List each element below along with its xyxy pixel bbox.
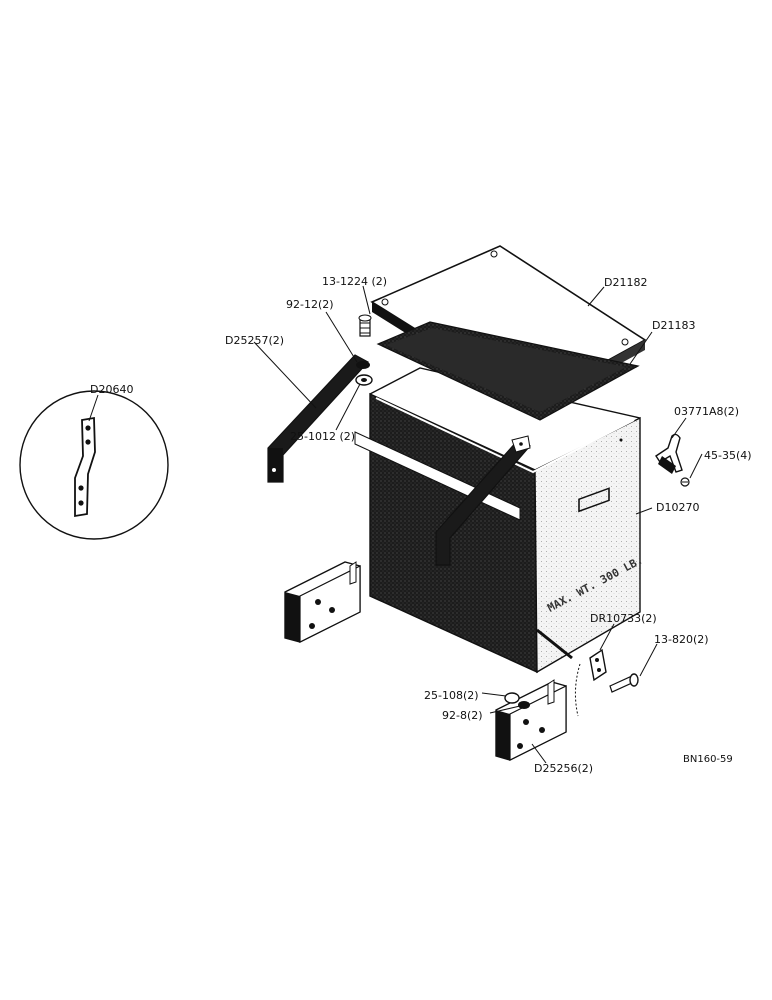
label-cover-lockwasher: 92-12(2) bbox=[286, 298, 334, 311]
screw-45-35 bbox=[680, 477, 690, 487]
battery-box-d10270: MAX. WT. 300 LB. bbox=[354, 367, 645, 674]
spacer-dr10733 bbox=[574, 648, 607, 717]
label-hold-down-strap: D25257(2) bbox=[225, 334, 284, 347]
label-cover-bolt: 13-1224 (2) bbox=[322, 275, 387, 288]
nut-25-1012 bbox=[355, 374, 373, 386]
bolt-13-1224 bbox=[358, 314, 372, 337]
label-mount-nut: 25-108(2) bbox=[424, 689, 479, 702]
lockwasher-92-8 bbox=[518, 701, 530, 709]
label-spacer: DR10733(2) bbox=[590, 612, 657, 625]
label-mount-lockwasher: 92-8(2) bbox=[442, 709, 483, 722]
label-cover: D21182 bbox=[604, 276, 647, 289]
drawing-number: BN160-59 bbox=[683, 754, 733, 765]
mount-plate-lower bbox=[495, 679, 567, 761]
label-battery-box: D10270 bbox=[656, 501, 699, 514]
bracket-d20640-drawing bbox=[74, 416, 96, 518]
box-right-face bbox=[534, 416, 641, 674]
latch-03771a8 bbox=[655, 433, 683, 474]
bolt-13-820 bbox=[609, 673, 639, 693]
label-cover-pad: D21183 bbox=[652, 319, 695, 332]
label-mount-plate: D25256(2) bbox=[534, 762, 593, 775]
inset-detail bbox=[19, 390, 169, 540]
label-mount-bolt: 13-820(2) bbox=[654, 633, 709, 646]
lockwasher-92-12 bbox=[356, 361, 370, 369]
label-latch-screw: 45-35(4) bbox=[704, 449, 752, 462]
cover-pad-d21183 bbox=[376, 321, 640, 421]
label-inset-bracket: D20640 bbox=[90, 383, 133, 396]
box-side-handle bbox=[578, 487, 610, 513]
leader-lines bbox=[253, 285, 703, 764]
nut-25-108 bbox=[504, 692, 520, 704]
hold-down-strap-right bbox=[435, 435, 531, 566]
label-strap-nut: 25-1012 (2) bbox=[290, 430, 355, 443]
part-labels: D20640 D21182 D21183 13-1224 (2) 92-12(2… bbox=[90, 275, 752, 775]
hold-down-strap-left bbox=[267, 354, 369, 483]
label-latch: 03771A8(2) bbox=[674, 405, 739, 418]
mount-plate-upper bbox=[284, 561, 361, 643]
